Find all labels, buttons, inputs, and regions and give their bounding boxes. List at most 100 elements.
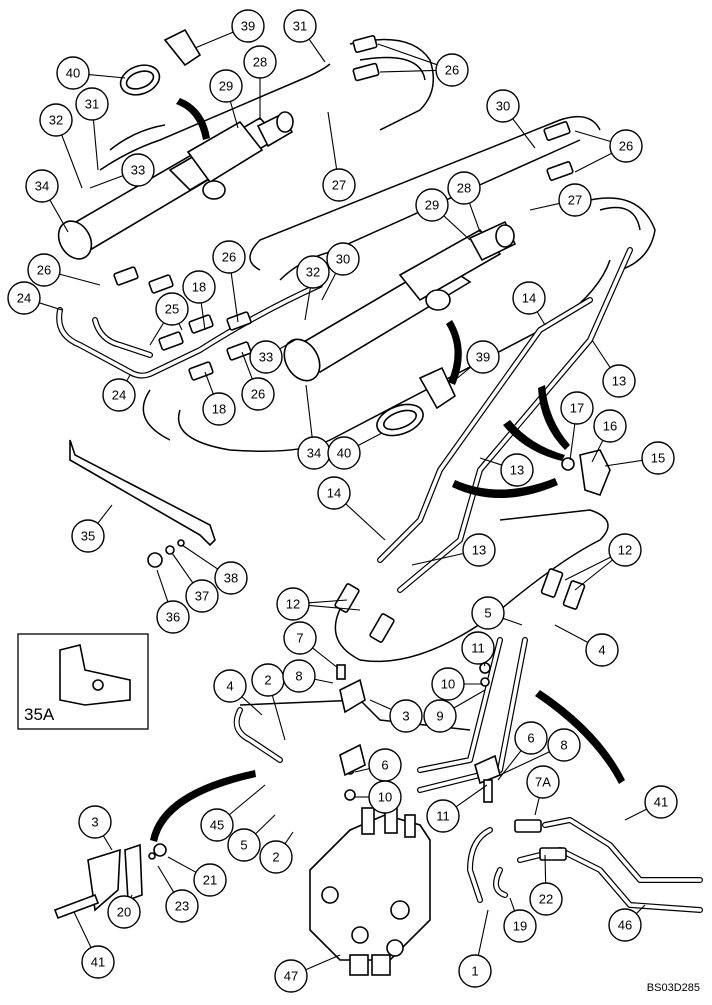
callout-33: 33 [122,154,154,186]
callout-2: 2 [252,664,284,696]
leader-line [378,44,437,65]
callout-number: 36 [166,610,180,625]
leader-line [346,504,385,540]
callout-2: 2 [260,841,292,873]
callout-number: 20 [117,905,131,920]
leader-line [535,798,539,815]
leader-line [570,424,575,460]
callout-number: 3 [402,709,409,724]
callout-number: 40 [337,446,351,461]
callout-number: 26 [251,387,265,402]
inset-label: 35A [24,705,55,724]
callout-number: 28 [253,55,267,70]
callout-number: 38 [224,571,238,586]
leader-line [172,553,193,583]
callout-number: 14 [327,486,341,501]
callout-5: 5 [472,597,504,629]
callout-number: 13 [510,463,524,478]
callout-number: 32 [306,265,320,280]
callout-number: 46 [618,918,632,933]
callout-18: 18 [183,271,215,303]
leader-line [168,857,196,872]
callout-28: 28 [448,172,480,204]
leader-line [157,570,168,602]
callout-13: 13 [463,534,495,566]
callout-3: 3 [79,806,111,838]
callout-30: 30 [487,90,519,122]
callout-32: 32 [297,256,329,288]
reference-code: BS03D285 [647,982,700,994]
leader-line [456,785,487,807]
callout-45: 45 [201,809,233,841]
leader-line [255,815,275,834]
callout-39: 39 [232,10,264,42]
callout-19: 19 [504,910,536,942]
callout-number: 27 [332,178,346,193]
callout-number: 11 [436,809,450,824]
hose-clamps [116,30,455,441]
callout-41: 41 [645,786,677,818]
callout-38: 38 [215,562,247,594]
callout-36: 36 [157,601,189,633]
callout-27: 27 [323,169,355,201]
callout-number: 39 [241,19,255,34]
leader-line [306,955,340,970]
callout-34: 34 [26,170,58,202]
callout-number: 31 [85,97,99,112]
callout-number: 37 [195,589,209,604]
callout-21: 21 [194,864,226,896]
leader-line [127,375,130,381]
leader-line [306,385,312,437]
callout-number: 31 [293,19,307,34]
leader-line [242,697,262,715]
callout-number: 8 [295,669,302,684]
callout-number: 26 [222,250,236,265]
callout-28: 28 [244,46,276,78]
leader-line [510,898,515,911]
leader-line [469,203,480,232]
callout-number: 9 [436,709,443,724]
callout-number: 30 [336,252,350,267]
callout-number: 15 [651,451,665,466]
callout-14: 14 [318,477,350,509]
callout-35: 35 [72,520,104,552]
leader-line [370,700,391,710]
callout-number: 18 [212,402,226,417]
callout-12: 12 [609,534,641,566]
callout-number: 17 [570,401,584,416]
leader-line [313,648,338,668]
callout-number: 30 [496,99,510,114]
callout-29: 29 [210,70,242,102]
callout-29: 29 [416,189,448,221]
callout-number: 23 [175,899,189,914]
callout-26: 26 [610,130,642,162]
callout-number: 21 [203,873,217,888]
leader-line [74,912,91,948]
callout-number: 34 [35,179,49,194]
callout-11: 11 [462,632,494,664]
callout-26: 26 [28,254,60,286]
callout-31: 31 [76,88,108,120]
leader-line [89,75,125,78]
leader-line [93,120,98,170]
callout-33: 33 [250,341,282,373]
leader-line [575,153,612,172]
callout-number: 12 [286,597,300,612]
callout-number: 14 [522,291,536,306]
leader-line [39,303,62,310]
leader-line [62,135,82,188]
callout-number: 41 [91,955,105,970]
callout-8: 8 [283,660,315,692]
callout-number: 19 [513,919,527,934]
leader-line [358,433,382,446]
callout-5: 5 [228,829,260,861]
leader-line [50,200,68,232]
leader-line [555,625,588,642]
callout-number: 5 [484,606,491,621]
leader-line [98,505,112,523]
callout-23: 23 [166,890,198,922]
callout-number: 12 [618,543,632,558]
callout-number: 5 [240,838,247,853]
callout-7: 7 [284,622,316,654]
